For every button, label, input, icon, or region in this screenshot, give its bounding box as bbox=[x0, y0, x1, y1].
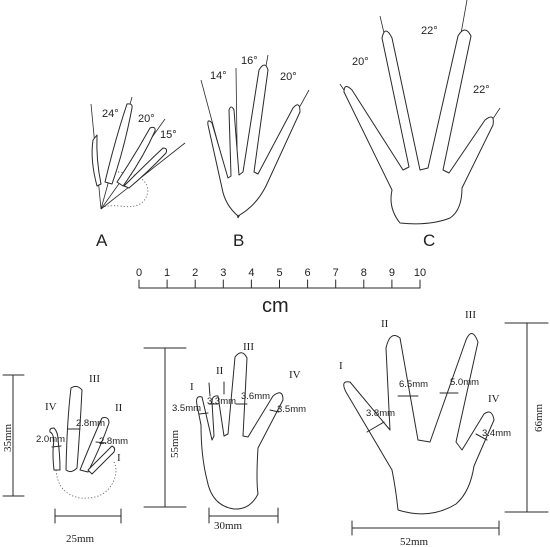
scale-tick-label-2: 2 bbox=[192, 267, 198, 279]
measured-track-c: I II III IV 3.8mm 6.5mm 5.0mm 3.4mm 66mm… bbox=[339, 309, 549, 547]
panel-label-b: B bbox=[233, 231, 244, 250]
track-a-width-marks bbox=[51, 428, 107, 448]
track-c-digit-label-iii: III bbox=[465, 309, 476, 321]
track-a-angle-3: 15° bbox=[160, 129, 177, 141]
track-b-digit-label-i: I bbox=[190, 381, 194, 393]
track-b-angle-3: 20° bbox=[280, 71, 297, 83]
track-c-digit-label-ii: II bbox=[381, 318, 389, 330]
track-a-length-value: 35mm bbox=[2, 423, 14, 452]
track-b-tip-ticks bbox=[208, 381, 225, 397]
track-a-length-dim bbox=[2, 374, 25, 497]
track-c-width-ii: 6.5mm bbox=[399, 379, 428, 390]
track-a-width-iv: 2.0mm bbox=[36, 434, 65, 445]
track-b-width-iii: 3.6mm bbox=[241, 391, 270, 402]
scale-tick-label-4: 4 bbox=[248, 267, 254, 279]
track-c-measured-footprint bbox=[343, 333, 495, 515]
track-a-digit-i bbox=[123, 147, 168, 189]
scale-tick-label-8: 8 bbox=[361, 267, 367, 279]
track-a-width-iii: 2.8mm bbox=[76, 418, 105, 429]
track-c-angle-2: 22° bbox=[421, 25, 438, 37]
track-a-width-value: 25mm bbox=[66, 533, 95, 545]
track-b-measured-footprint bbox=[196, 352, 284, 510]
track-b-angle-2: 16° bbox=[241, 55, 258, 67]
track-c-width-value: 52mm bbox=[400, 536, 429, 547]
track-b-width-marks bbox=[198, 403, 280, 415]
track-c-width-marks bbox=[366, 392, 488, 441]
track-a-width-dim bbox=[54, 508, 122, 524]
track-b-angle-1: 14° bbox=[210, 70, 227, 82]
track-a-digit-ii bbox=[116, 126, 156, 187]
track-a-digit-label-iv: IV bbox=[45, 401, 57, 413]
track-b-digit-label-iii: III bbox=[243, 341, 254, 353]
track-c-angle-3: 22° bbox=[473, 84, 490, 96]
track-b-length-dim bbox=[143, 347, 187, 508]
track-b-width-i: 3.5mm bbox=[172, 403, 201, 414]
track-a-heel-outline bbox=[100, 171, 149, 209]
scale-tick-label-1: 1 bbox=[164, 267, 170, 279]
panel-label-a: A bbox=[96, 231, 108, 250]
scale-tick-label-10: 10 bbox=[414, 267, 426, 279]
track-a-digit-iii bbox=[104, 103, 133, 185]
track-c-angle-1: 20° bbox=[352, 56, 369, 68]
track-b-width-dim bbox=[208, 507, 279, 524]
track-a-angle-1: 24° bbox=[102, 108, 119, 120]
scale-bar: 0 1 2 3 4 5 6 7 8 9 10 cm bbox=[136, 267, 426, 317]
track-c-width-iii: 5.0mm bbox=[450, 377, 479, 388]
scale-tick-label-6: 6 bbox=[305, 267, 311, 279]
track-a-angle-2: 20° bbox=[138, 113, 155, 125]
track-b-width-value: 30mm bbox=[214, 520, 243, 532]
track-c-digit-label-iv: IV bbox=[488, 393, 500, 405]
track-a-digit-label-i: I bbox=[117, 452, 121, 464]
track-a-measured-digit-ii bbox=[79, 417, 110, 473]
panel-label-c: C bbox=[423, 231, 435, 250]
track-c-length-dim bbox=[504, 322, 549, 513]
track-b-width-ii: 3.3mm bbox=[207, 396, 236, 407]
measured-track-b: I II III IV 3.5mm 3.3mm 3.6mm 3.5mm 55mm… bbox=[143, 341, 306, 532]
track-b-digit-label-ii: II bbox=[216, 365, 224, 377]
track-b-width-iv: 3.5mm bbox=[277, 404, 306, 415]
track-c-width-i: 3.8mm bbox=[366, 408, 395, 419]
track-a-measured-digit-iv bbox=[49, 427, 61, 471]
track-c-footprint bbox=[343, 29, 494, 225]
track-b-footprint bbox=[207, 64, 301, 217]
track-a-digit-label-iii: III bbox=[89, 373, 100, 385]
track-a-digit-label-ii: II bbox=[115, 402, 123, 414]
scale-tick-label-9: 9 bbox=[389, 267, 395, 279]
angle-diagram-a: 24° 20° 15° A bbox=[90, 96, 186, 250]
track-c-width-iv: 3.4mm bbox=[482, 428, 511, 439]
scale-bar-unit: cm bbox=[262, 295, 289, 317]
track-a-width-ii: 2.8mm bbox=[99, 436, 128, 447]
scale-tick-label-5: 5 bbox=[276, 267, 282, 279]
angle-diagram-b: 14° 16° 20° B bbox=[200, 54, 310, 250]
track-a-measured-digit-i bbox=[87, 445, 116, 475]
scale-tick-label-0: 0 bbox=[136, 267, 142, 279]
scale-tick-label-3: 3 bbox=[220, 267, 226, 279]
track-c-width-dim bbox=[351, 520, 500, 536]
measured-track-a: IV III II I 2.0mm 2.8mm 2.8mm 35mm 25mm bbox=[2, 373, 128, 545]
track-c-digit-label-i: I bbox=[339, 360, 343, 372]
scale-tick-label-7: 7 bbox=[333, 267, 339, 279]
track-c-length-value: 66mm bbox=[533, 403, 545, 432]
angle-diagram-c: 20° 22° 22° C bbox=[339, 0, 501, 250]
track-b-digit-label-iv: IV bbox=[289, 369, 301, 381]
track-b-length-value: 55mm bbox=[169, 429, 181, 458]
track-a-digit-iv bbox=[91, 134, 102, 187]
